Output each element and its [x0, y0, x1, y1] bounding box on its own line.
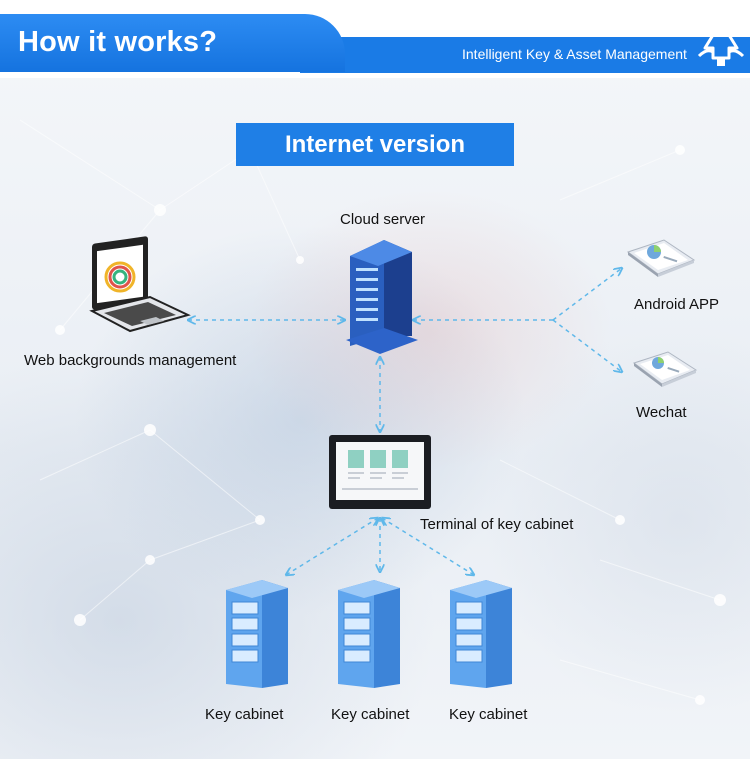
key-cabinet-icon [450, 580, 512, 688]
android-app-label: Android APP [634, 296, 720, 313]
key-cabinet-icon [338, 580, 400, 688]
key-cabinet-label-2: Key cabinet [331, 706, 410, 723]
cloud-server-icon [346, 240, 418, 354]
terminal-label: Terminal of key cabinet [420, 516, 574, 533]
terminal-icon [329, 435, 431, 509]
connector-terminal-cabinet-3 [382, 518, 474, 575]
cloud-server-label: Cloud server [340, 211, 426, 228]
page-title: How it works? [18, 26, 218, 58]
laptop-icon [89, 236, 191, 333]
header-band [300, 37, 750, 73]
connector-terminal-cabinet-1 [286, 518, 378, 575]
header-subtitle: Intelligent Key & Asset Management [462, 46, 687, 62]
key-cabinet-label-1: Key cabinet [205, 706, 284, 723]
brand-logo-icon [697, 20, 745, 66]
connector-to-wechat [552, 319, 622, 372]
wechat-label: Wechat [636, 404, 687, 421]
tablet-wechat-icon [632, 351, 698, 387]
version-title: Internet version [236, 123, 514, 166]
key-cabinet-icon [226, 580, 288, 688]
connector-to-android [552, 268, 622, 321]
web-management-label: Web backgrounds management [24, 352, 237, 369]
key-cabinet-label-3: Key cabinet [449, 706, 528, 723]
tablet-android-icon [626, 239, 696, 277]
header-tab [0, 14, 345, 72]
